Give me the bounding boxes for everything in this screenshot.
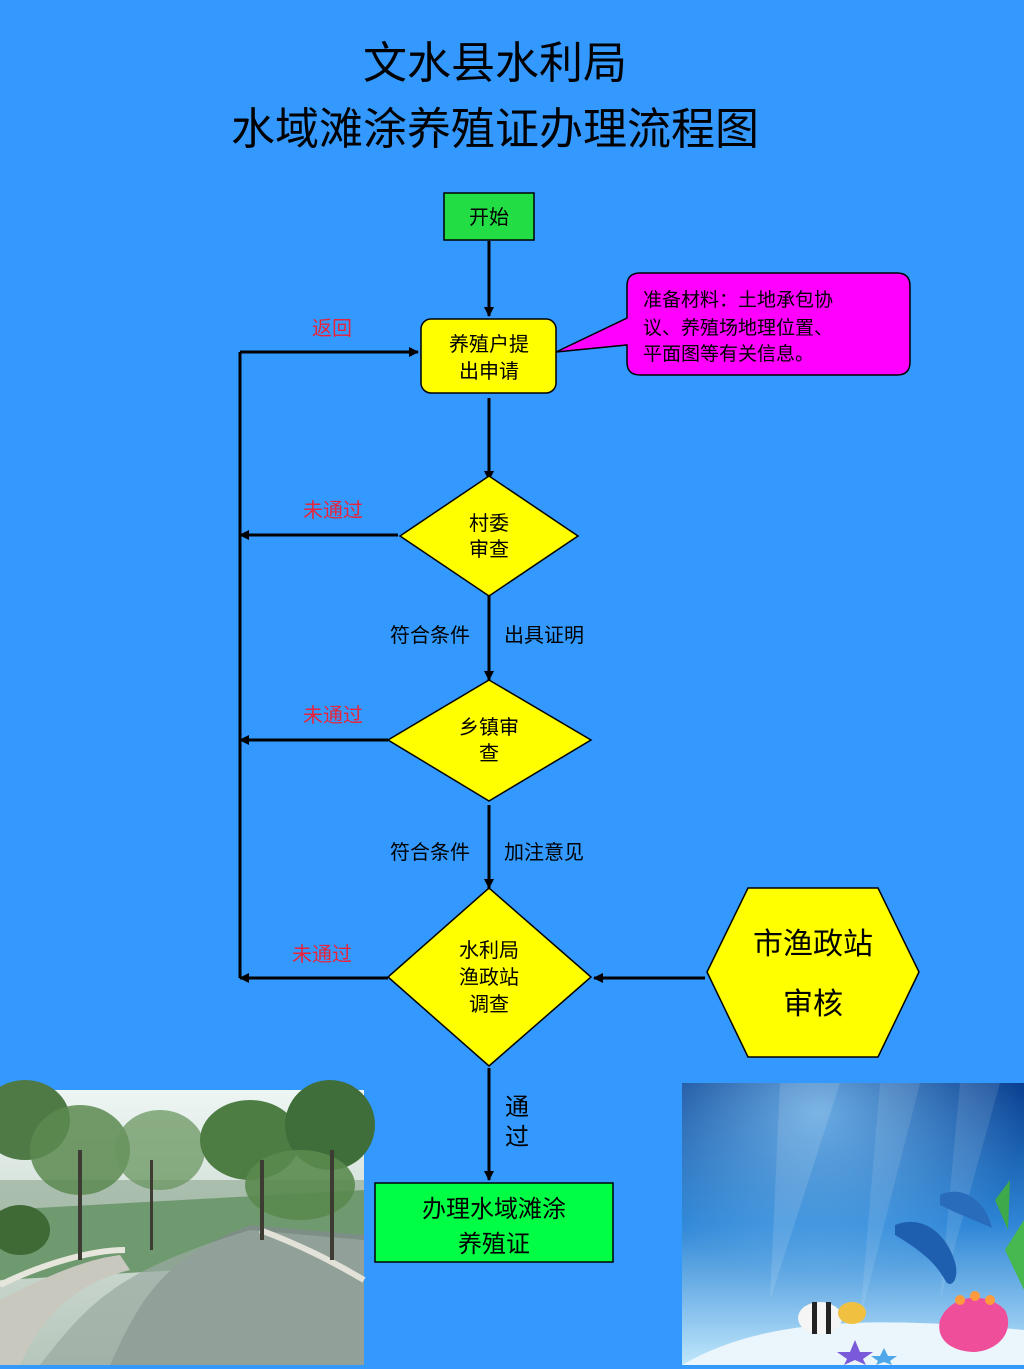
town-label-line2: 查 — [479, 741, 499, 765]
certificate-label-line2: 养殖证 — [458, 1230, 530, 1258]
materials-line2: 议、养殖场地理位置、 — [643, 317, 833, 339]
bureau-label-line2: 渔政站 — [459, 965, 519, 989]
fail-label-village: 未通过 — [303, 498, 363, 522]
connectors — [238, 241, 705, 1181]
city-label-line2: 审核 — [783, 987, 843, 1022]
title-line2: 水域滩涂养殖证办理流程图 — [231, 104, 759, 155]
town-diamond — [386, 679, 593, 802]
apply-node: 养殖户提 出申请 — [420, 318, 557, 394]
certificate-box — [374, 1182, 614, 1263]
return-label: 返回 — [312, 316, 352, 340]
start-node: 开始 — [443, 192, 535, 241]
meets-label-2: 符合条件 — [390, 840, 470, 864]
certificate-label-line1: 办理水域滩涂 — [422, 1195, 566, 1223]
materials-line1: 准备材料：土地承包协 — [643, 289, 833, 311]
certificate-node: 办理水域滩涂 养殖证 — [374, 1182, 614, 1263]
town-review-node: 乡镇审 查 — [386, 679, 593, 802]
start-label: 开始 — [469, 205, 509, 229]
materials-callout: 准备材料：土地承包协 议、养殖场地理位置、 平面图等有关信息。 — [555, 272, 911, 376]
pass-label-line1: 通 — [505, 1093, 529, 1121]
city-label-line1: 市渔政站 — [753, 927, 873, 962]
pass-label-line2: 过 — [505, 1123, 529, 1151]
apply-label-line1: 养殖户提 — [449, 332, 529, 356]
underwater-dolphins-illustration — [682, 1083, 1024, 1365]
village-diamond — [398, 475, 580, 597]
callout-bubble — [555, 272, 911, 376]
apply-label-line2: 出申请 — [459, 359, 519, 383]
city-review-node: 市渔政站 审核 — [706, 887, 920, 1058]
opinion-label: 加注意见 — [504, 840, 584, 864]
apply-box — [420, 318, 557, 394]
meets-label-1: 符合条件 — [390, 623, 470, 647]
title-line1: 文水县水利局 — [363, 38, 627, 89]
bureau-label-line3: 调查 — [469, 992, 509, 1016]
fail-label-bureau: 未通过 — [292, 942, 352, 966]
bureau-diamond — [386, 887, 593, 1067]
bureau-survey-node: 水利局 渔政站 调查 — [386, 887, 593, 1067]
village-label-line1: 村委 — [469, 511, 509, 535]
river-landscape-photo — [0, 1080, 375, 1365]
start-box — [443, 192, 535, 241]
village-label-line2: 审查 — [469, 537, 509, 561]
bureau-label-line1: 水利局 — [459, 938, 519, 962]
materials-line3: 平面图等有关信息。 — [643, 343, 814, 365]
proof-label: 出具证明 — [504, 623, 584, 647]
town-label-line1: 乡镇审 — [459, 715, 519, 739]
city-hexagon — [706, 887, 920, 1058]
fail-label-town: 未通过 — [303, 703, 363, 727]
village-review-node: 村委 审查 — [398, 475, 580, 597]
